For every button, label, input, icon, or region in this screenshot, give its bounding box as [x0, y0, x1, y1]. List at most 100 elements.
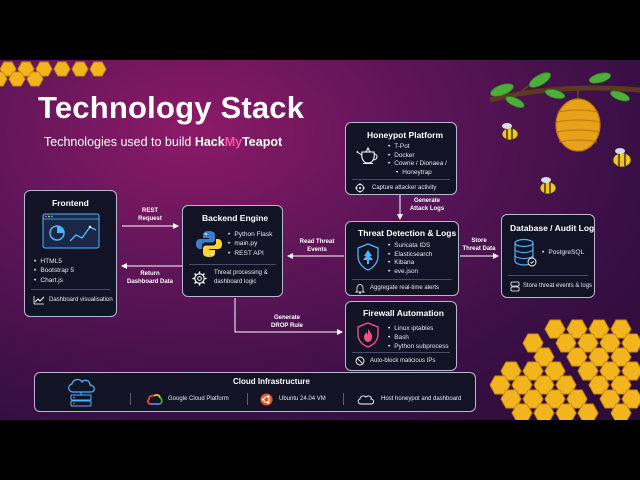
google-cloud-icon	[147, 394, 163, 405]
label-attack-logs-line2: Attack Logs	[409, 205, 445, 212]
cloud-server-icon	[68, 378, 95, 407]
label-rest-request-line1: REST	[141, 208, 158, 214]
label-rest-request-line2: Request	[138, 215, 162, 222]
frontend-tech-list: HTML5 Bootstrap 5 Chart.js	[34, 257, 74, 285]
cloud-title: Cloud Infrastructure	[233, 377, 310, 386]
label-drop-rule-line2: DROP Rule	[271, 322, 303, 329]
honeypot-tech-item: Docker	[388, 152, 447, 161]
honeycomb-top-left-icon	[0, 61, 107, 87]
honeypot-tech-item: Honeytrap	[388, 169, 447, 178]
label-read-events: Read Threat Events	[294, 239, 340, 254]
page-subtitle: Technologies used to build HackMyTeapot	[44, 135, 282, 149]
subtitle-text: Technologies used to build	[44, 135, 192, 149]
edge-drop-rule	[234, 298, 343, 335]
backend-title: Backend Engine	[202, 213, 269, 223]
detection-card: Threat Detection & Logs Suricata IDS Ela…	[345, 221, 459, 296]
beehive-branch-icon	[489, 72, 640, 195]
label-drop-rule-line1: Generate	[273, 315, 300, 321]
cloud-separator-3	[343, 393, 344, 405]
backend-footer-line2: dashboard logic	[214, 279, 257, 285]
bell-icon	[355, 284, 365, 294]
frontend-tech-item: HTML5	[34, 257, 74, 266]
firewall-tech-item: Bash	[388, 333, 449, 342]
database-tech-item: PostgreSQL	[542, 248, 584, 257]
server-stack-icon	[510, 281, 520, 292]
backend-tech-item: REST API	[228, 249, 272, 258]
detection-title: Threat Detection & Logs	[358, 228, 457, 238]
backend-tech-item: main.py	[228, 239, 272, 248]
honeypot-tech-list: T-Pot Docker Cowrie / Dionaea / Honeytra…	[388, 143, 447, 177]
firewall-tech-item: Linux iptables	[388, 324, 449, 333]
label-store-data: Store Threat Data	[458, 238, 500, 253]
database-cylinder-icon	[514, 238, 537, 267]
honeycomb-bottom-right-icon	[490, 319, 640, 420]
frontend-card: Frontend HTML5 Bootstrap 5 Chart.js Dash…	[24, 190, 117, 317]
database-tech-list: PostgreSQL	[542, 248, 584, 257]
teapot-icon	[356, 147, 378, 164]
shield-fire-icon	[357, 322, 379, 348]
cloud-icon	[357, 395, 375, 405]
detection-footer: Aggregate real-time alerts	[370, 285, 440, 291]
detection-tech-item: eve.json	[388, 268, 432, 277]
brand-part-hack: Hack	[194, 135, 225, 149]
label-read-events-line1: Read Threat	[299, 239, 335, 245]
frontend-tech-item: Chart.js	[34, 276, 74, 285]
backend-tech-item: Python Flask	[228, 230, 272, 239]
label-read-events-line2: Events	[307, 246, 327, 253]
honeypot-footer: Capture attacker activity	[372, 185, 437, 191]
firewall-divider	[352, 352, 450, 353]
firewall-title: Firewall Automation	[363, 308, 444, 318]
cloud-gcp-label: Google Cloud Platform	[168, 396, 229, 402]
python-logo-icon	[196, 231, 222, 257]
honeypot-tech-item: T-Pot	[388, 143, 447, 152]
database-title: Database / Audit Log	[510, 223, 595, 233]
frontend-divider	[31, 289, 110, 290]
firewall-card: Firewall Automation Linux iptables Bash …	[345, 301, 457, 371]
diagram-canvas: Technology Stack Technologies used to bu…	[0, 60, 640, 420]
shield-tree-icon	[357, 243, 379, 271]
database-footer: Store threat events & logs	[523, 283, 593, 289]
firewall-tech-list: Linux iptables Bash Python subprocess	[388, 324, 449, 351]
connector-lines	[121, 193, 499, 335]
brand-name: HackMyTeapot	[195, 135, 282, 149]
label-store-data-line2: Threat Data	[462, 245, 496, 252]
backend-footer-line1: Threat processing &	[214, 270, 268, 276]
label-return-data-line1: Return	[140, 271, 160, 277]
database-divider	[508, 275, 588, 276]
detection-tech-item: Suricata IDS	[388, 242, 432, 251]
label-attack-logs: Generate Attack Logs	[404, 198, 450, 213]
detection-tech-item: Kibana	[388, 259, 432, 268]
detection-divider	[352, 279, 452, 280]
firewall-tech-item: Python subprocess	[388, 342, 448, 351]
label-attack-logs-line1: Generate	[413, 198, 440, 204]
block-icon	[355, 356, 365, 366]
detection-tech-item: Elasticsearch	[388, 251, 432, 260]
label-store-data-line1: Store	[471, 238, 487, 244]
honeypot-title: Honeypot Platform	[367, 130, 444, 140]
cloud-ubuntu-label: Ubuntu 24.04 VM	[279, 396, 326, 402]
detection-tech-list: Suricata IDS Elasticsearch Kibana eve.js…	[388, 242, 432, 276]
cloud-separator-1	[130, 393, 131, 405]
cloud-card: Cloud Infrastructure Google Cloud Platfo…	[34, 372, 476, 412]
page-title: Technology Stack	[38, 90, 305, 125]
cloud-host-label: Host honeypot and dashboard	[381, 396, 462, 402]
backend-divider	[189, 264, 276, 265]
backend-card: Backend Engine Python Flask main.py REST…	[182, 205, 283, 297]
honeypot-card: Honeypot Platform T-Pot Docker Cowrie / …	[345, 122, 457, 195]
brand-part-my: My	[224, 135, 243, 149]
label-return-data-line2: Dashboard Data	[126, 278, 173, 285]
cloud-separator-2	[247, 393, 248, 405]
label-return-data: Return Dashboard Data	[122, 271, 178, 286]
brand-part-teapot: Teapot	[242, 135, 283, 149]
line-chart-icon	[33, 296, 45, 305]
label-rest-request: REST Request	[128, 208, 172, 223]
frontend-tech-item: Bootstrap 5	[34, 266, 74, 275]
crosshair-icon	[355, 183, 365, 193]
database-card: Database / Audit Log PostgreSQL Store th…	[501, 214, 595, 298]
ubuntu-logo-icon	[260, 393, 273, 406]
honeypot-divider	[352, 179, 450, 180]
gear-icon	[192, 271, 207, 286]
label-drop-rule: Generate DROP Rule	[262, 315, 312, 330]
dashboard-chart-icon	[42, 213, 100, 249]
honeypot-tech-item: Cowrie / Dionaea /	[388, 160, 447, 169]
